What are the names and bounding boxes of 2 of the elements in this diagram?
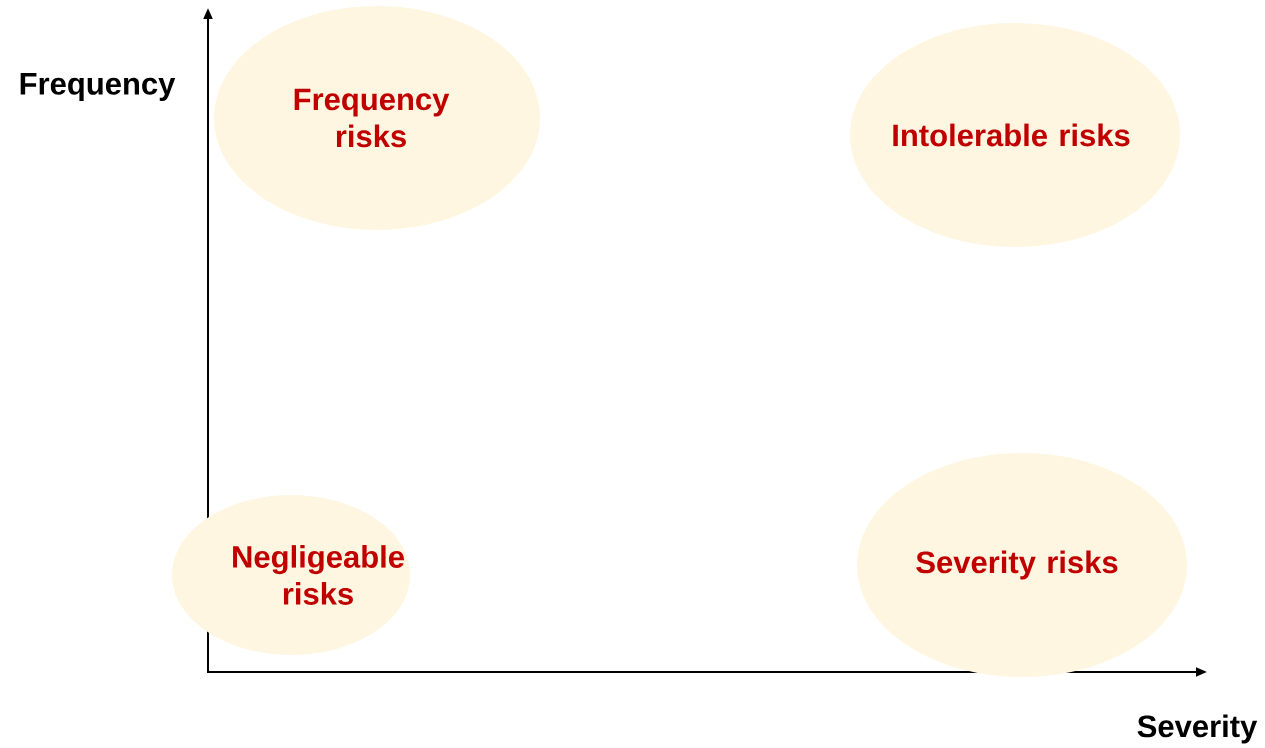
axis-label: Severity	[1137, 714, 1258, 744]
axis-label: Frequency	[20, 73, 176, 101]
